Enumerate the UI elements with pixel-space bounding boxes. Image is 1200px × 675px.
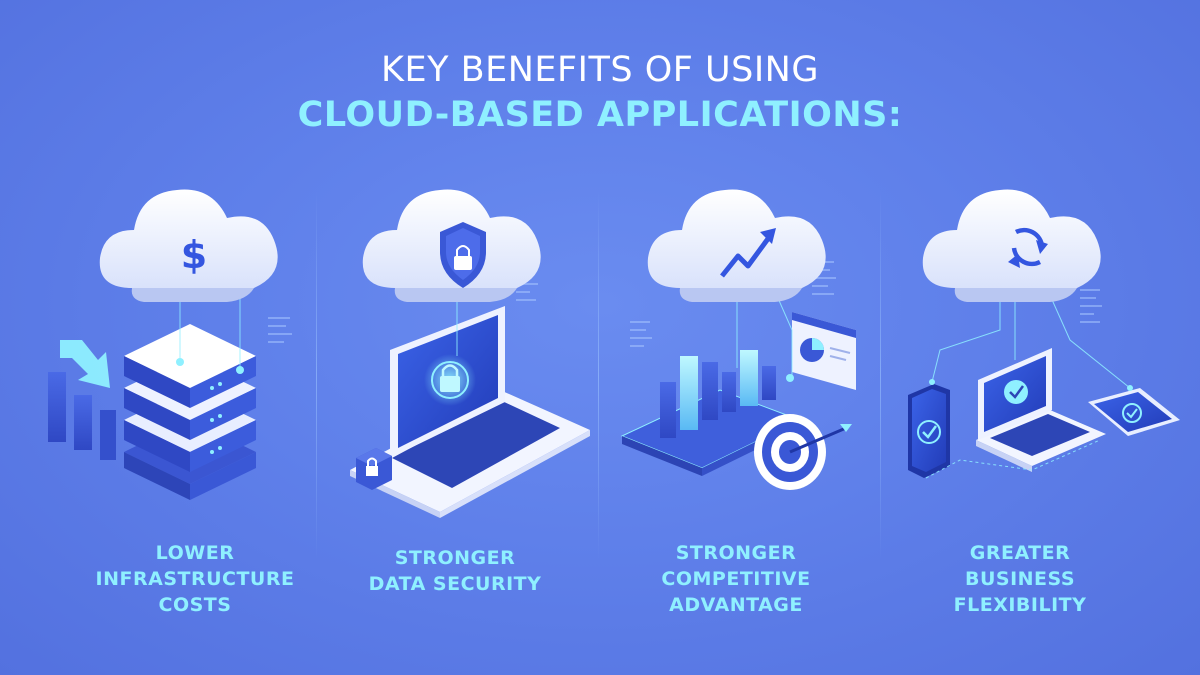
benefit-label-4: GREATER BUSINESS FLEXIBILITY: [953, 542, 1087, 616]
shield-lock-icon: [440, 222, 486, 288]
benefit-1-illustration: $: [48, 189, 292, 500]
benefit-4-illustration: [908, 189, 1180, 479]
dollar-icon: $: [181, 233, 207, 277]
smartphone-icon: [908, 384, 950, 478]
benefit-label-1: LOWER INFRASTRUCTURE COSTS: [95, 542, 295, 616]
column-divider: [880, 190, 881, 560]
benefit-3-illustration: [620, 189, 856, 490]
target-icon: [754, 414, 852, 490]
laptop-icon: [976, 348, 1106, 472]
benefit-label-3: STRONGER COMPETITIVE ADVANTAGE: [661, 542, 811, 616]
tablet-icon: [1088, 388, 1180, 436]
title-line-1: KEY BENEFITS OF USING: [381, 50, 819, 90]
column-divider: [316, 190, 317, 560]
bar-chart-icon: [660, 350, 776, 438]
trend-up-icon: [720, 234, 773, 278]
padlock-icon: [440, 364, 460, 392]
server-stack-icon: [124, 324, 256, 500]
column-divider: [598, 190, 599, 560]
benefit-2-illustration: [350, 189, 590, 518]
down-arrow-icon: [60, 340, 110, 388]
dashboard-card-icon: [792, 312, 856, 390]
title-line-2: CLOUD-BASED APPLICATIONS:: [297, 95, 903, 135]
benefit-label-2: STRONGER DATA SECURITY: [368, 547, 542, 595]
